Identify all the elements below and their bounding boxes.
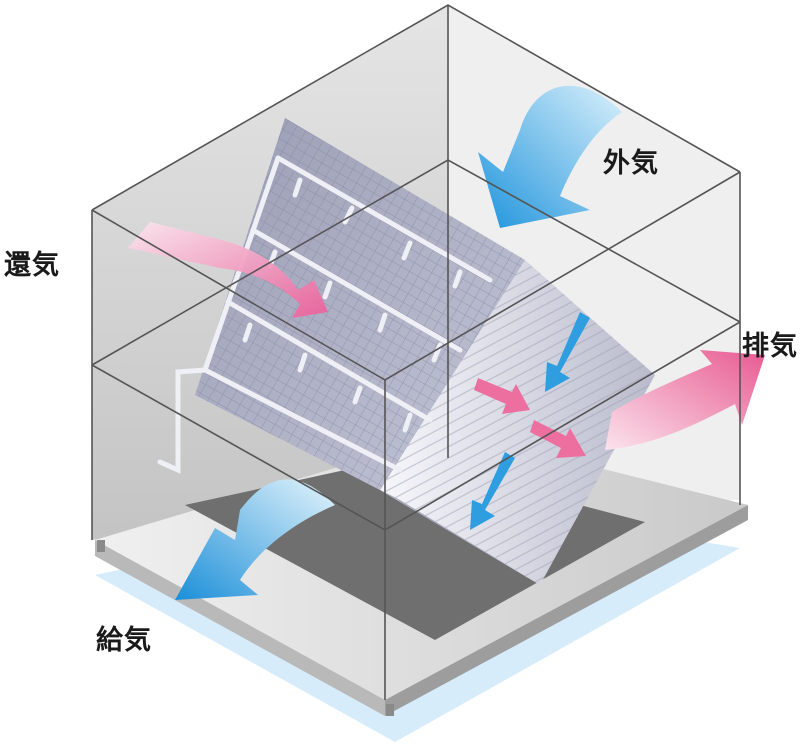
housing-frame xyxy=(91,4,741,700)
core-flow-arrows xyxy=(470,312,590,530)
spray-pipes xyxy=(157,155,493,474)
return-air-label: 還気 xyxy=(4,250,60,281)
inner-exhaust-air-arrow xyxy=(530,420,586,458)
inner-return-air-arrow xyxy=(474,378,530,414)
foot-left xyxy=(97,540,105,552)
return-air-arrow xyxy=(128,222,328,318)
foot-front xyxy=(386,704,394,716)
exhaust-air-arrow xyxy=(605,350,765,450)
core-side-fins xyxy=(380,260,655,585)
exhaust-air-label: 排気 xyxy=(742,331,798,362)
outside-air-arrow xyxy=(478,85,622,228)
supply-air-arrow xyxy=(175,479,335,600)
base-plate-edge xyxy=(385,505,748,716)
base-plate-edge-left xyxy=(95,540,385,716)
core-top-grid xyxy=(195,118,525,490)
outside-air-label: 外気 xyxy=(603,148,659,179)
inner-supply-air-arrow xyxy=(470,452,515,530)
supply-air-label: 給気 xyxy=(96,625,152,656)
inner-outside-air-arrow xyxy=(545,312,590,392)
